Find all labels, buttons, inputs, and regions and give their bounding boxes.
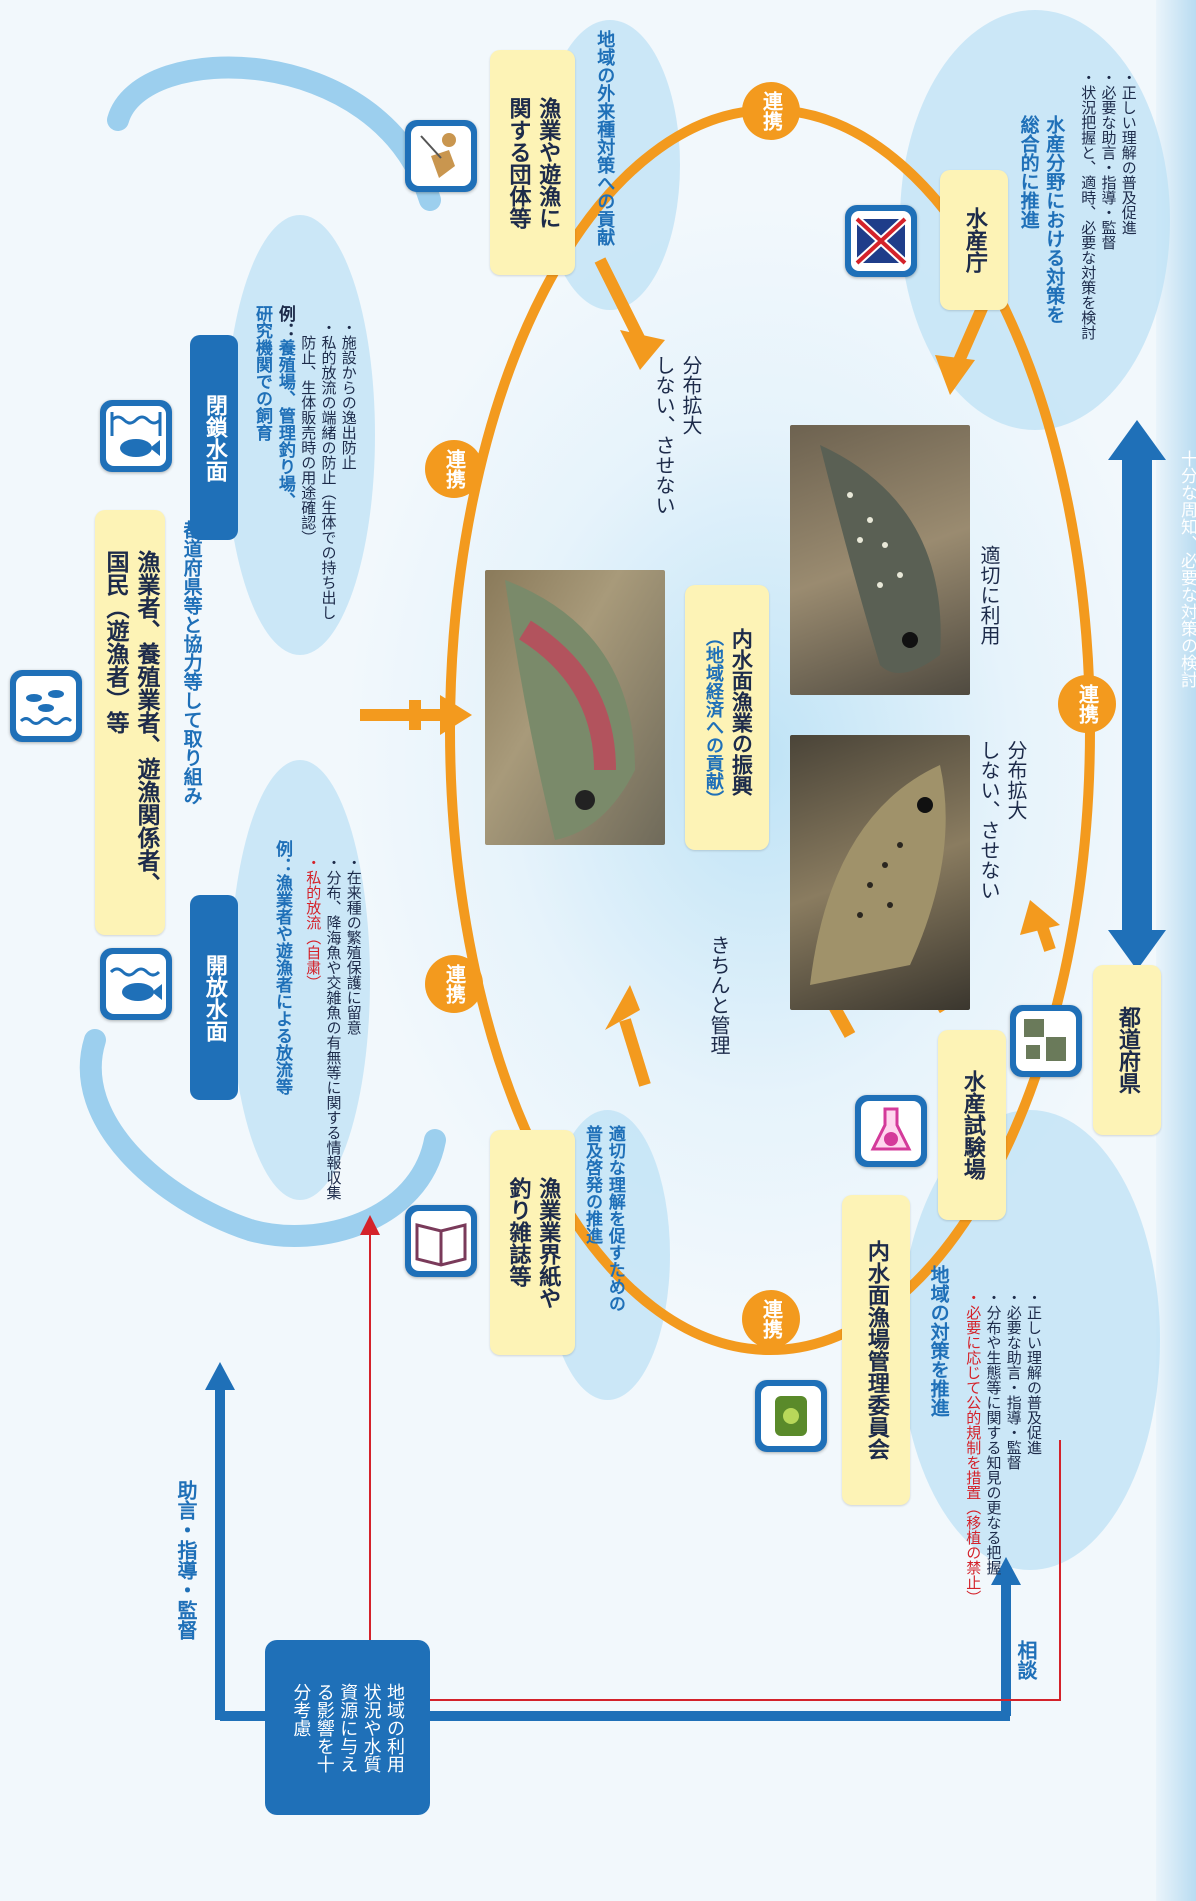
groups-org-line-2: 関する団体等 <box>505 96 531 229</box>
center-title-box: 内水面漁業の振興 （地域経済への貢献） <box>685 585 769 850</box>
center-not-spread-2-line-1: 分布拡大 <box>1004 740 1028 820</box>
closed-water-label: 閉鎖水面 <box>190 335 238 540</box>
groups-org-box: 漁業や遊漁に 関する団体等 <box>490 50 575 275</box>
groups-org-contribution: 地域の外来種対策への貢献 <box>594 30 616 246</box>
fisheries-agency-heading: 水産分野における対策を 総合的に推進 <box>1015 115 1066 324</box>
industry-media-line-2: 釣り雑誌等 <box>505 1176 531 1287</box>
upper-blue-arc <box>107 56 441 211</box>
open-water-example: 例：漁業者や遊漁者による放流等 <box>270 840 293 1095</box>
top-group-box: 漁業者、養殖業者、遊漁関係者、 国民（遊漁者）等 <box>95 510 165 935</box>
left-panel-line-1: 地域の利用 <box>383 1682 405 1773</box>
center-manage: きちんと管理 <box>707 935 731 1055</box>
blue-double-arrow <box>1108 420 1166 970</box>
committee-box: 内水面漁場管理委員会 <box>842 1195 910 1505</box>
right-gradient-band <box>1156 0 1196 1901</box>
left-panel-line-3: 資源に与え <box>337 1682 359 1773</box>
cooperation-badge-left-upper: 連携 <box>425 440 483 498</box>
center-not-spread-2: 分布拡大 しない、させない <box>975 740 1029 900</box>
industry-media-promo-1: 適切な理解を促すための <box>604 1125 625 1312</box>
open-water-bullets: ・在来種の繁殖保護に留意 ・分布、降海魚や交雑魚の有無等に関する情報収集 ・私的… <box>303 855 364 1200</box>
char-photo <box>790 425 970 695</box>
industry-media-box: 漁業業界紙や 釣り雑誌等 <box>490 1130 575 1355</box>
fisheries-agency-bullet-1: ・正しい理解の普及促進 <box>1119 70 1138 235</box>
fisheries-agency-bullet-3: ・状況把握と、適時、必要な対策を検討 <box>1079 70 1098 340</box>
industry-media-line-1: 漁業業界紙や <box>535 1176 561 1309</box>
cooperation-badge-left-lower: 連携 <box>425 955 483 1013</box>
cooperation-badge-top: 連携 <box>742 82 800 140</box>
committee-bullet-2: ・必要な助言・指導・監督 <box>1004 1290 1023 1470</box>
cooperation-badge-right: 連携 <box>1058 675 1116 733</box>
committee-bullet-1: ・正しい理解の普及促進 <box>1025 1290 1043 1455</box>
top-group-subtitle: 都道府県等と協力等して取り組み <box>180 520 203 805</box>
top-group-line-1: 漁業者、養殖業者、遊漁関係者、 <box>133 550 160 895</box>
top-group-line-2: 国民（遊漁者）等 <box>102 550 128 734</box>
left-panel-line-4: る影響を十 <box>313 1682 335 1773</box>
closed-water-example-prefix: 例： <box>274 305 295 339</box>
closed-water-bullet-2: ・私的放流の端緒の防止（生体での持ち出し <box>319 320 338 620</box>
center-use: 適切に利用 <box>977 545 1001 645</box>
left-panel-line-5: 分考慮 <box>290 1682 312 1737</box>
open-water-ellipse <box>230 760 370 1200</box>
red-link-line <box>360 1215 1061 1701</box>
closed-water-example-line-1: 養殖場、管理釣り場、 <box>274 339 295 509</box>
fisheries-agency-flag-icon <box>845 205 917 277</box>
center-not-spread-1-line-2: しない、させない <box>652 355 676 515</box>
angler-person-icon <box>405 120 477 192</box>
open-water-bullet-1: ・在来種の繁殖保護に留意 <box>344 855 363 1035</box>
fisheries-agency-heading-1: 水産分野における対策を <box>1043 115 1066 324</box>
committee-crest-icon <box>755 1380 827 1452</box>
committee-bullet-red: ・必要に応じて公的規制を措置（移植の禁止） <box>964 1290 983 1605</box>
closed-water-example: 例：養殖場、管理釣り場、 研究機関での飼育 <box>250 305 296 509</box>
fish-school-icon <box>10 670 82 742</box>
center-not-spread-2-line-2: しない、させない <box>977 740 1001 900</box>
prefecture-box: 都道府県 <box>1093 965 1161 1135</box>
center-not-spread-1-line-1: 分布拡大 <box>679 355 703 435</box>
flask-icon <box>855 1095 927 1167</box>
rainbow-trout-photo <box>485 570 665 845</box>
center-subtitle: （地域経済への貢献） <box>703 627 724 808</box>
open-water-bullet-red: ・私的放流 <box>304 855 323 930</box>
industry-media-promo: 適切な理解を促すための 普及啓発の推進 <box>580 1125 626 1312</box>
fisheries-agency-box: 水産庁 <box>940 170 1008 310</box>
committee-bullets: ・正しい理解の普及促進 ・必要な助言・指導・監督 ・分布や生態等に関する知見の更… <box>963 1290 1044 1605</box>
open-water-bullet-2: ・分布、降海魚や交雑魚の有無等に関する情報収集 <box>324 855 343 1200</box>
committee-heading: 地域の対策を推進 <box>927 1265 950 1417</box>
fisheries-agency-heading-2: 総合的に推進 <box>1017 115 1040 229</box>
double-arrow-text: 十分な周知、必要な対策の検討 <box>1176 450 1196 688</box>
prefecture-map-icon <box>1010 1005 1082 1077</box>
closed-water-bullet-1: ・施設からの逸出防止 <box>339 320 358 470</box>
advice-label: 助言・指導・監督 <box>174 1480 198 1640</box>
center-not-spread-1: 分布拡大 しない、させない <box>650 355 704 515</box>
cooperation-badge-bottom: 連携 <box>742 1290 800 1348</box>
center-title: 内水面漁業の振興 <box>729 627 754 796</box>
open-water-label: 開放水面 <box>190 895 238 1100</box>
groups-org-line-1: 漁業や遊漁に <box>535 96 561 229</box>
brown-trout-photo <box>790 735 970 1010</box>
left-panel-box: 地域の利用 状況や水質 資源に与え る影響を十 分考慮 <box>265 1640 430 1815</box>
closed-water-ellipse <box>225 215 375 655</box>
lower-blue-arc <box>79 1029 446 1247</box>
closed-water-example-line-2: 研究機関での飼育 <box>251 305 272 441</box>
closed-water-fish-icon <box>100 400 172 472</box>
closed-water-bullets: ・施設からの逸出防止 ・私的放流の端緒の防止（生体での持ち出し 防止、生体販売時… <box>298 320 359 620</box>
open-water-example-text: 例：漁業者や遊漁者による放流等 <box>271 840 292 1095</box>
committee-bullet-3: ・分布や生態等に関する知見の更なる把握 <box>984 1290 1003 1575</box>
industry-media-promo-2: 普及啓発の推進 <box>581 1125 602 1244</box>
left-panel-line-2: 状況や水質 <box>360 1682 382 1773</box>
fisheries-agency-bullets: ・正しい理解の普及促進 ・必要な助言・指導・監督 ・状況把握と、適時、必要な対策… <box>1078 70 1139 340</box>
open-water-fish-icon <box>100 948 172 1020</box>
fisheries-agency-bullet-2: ・必要な助言・指導・監督 <box>1099 70 1118 250</box>
experiment-station-box: 水産試験場 <box>938 1030 1006 1220</box>
open-book-icon <box>405 1205 477 1277</box>
consult-label: 相談 <box>1014 1640 1038 1680</box>
closed-water-bullet-3: 防止、生体販売時の用途確認） <box>299 320 318 545</box>
open-water-bullet-red-paren: （自粛） <box>304 930 323 990</box>
